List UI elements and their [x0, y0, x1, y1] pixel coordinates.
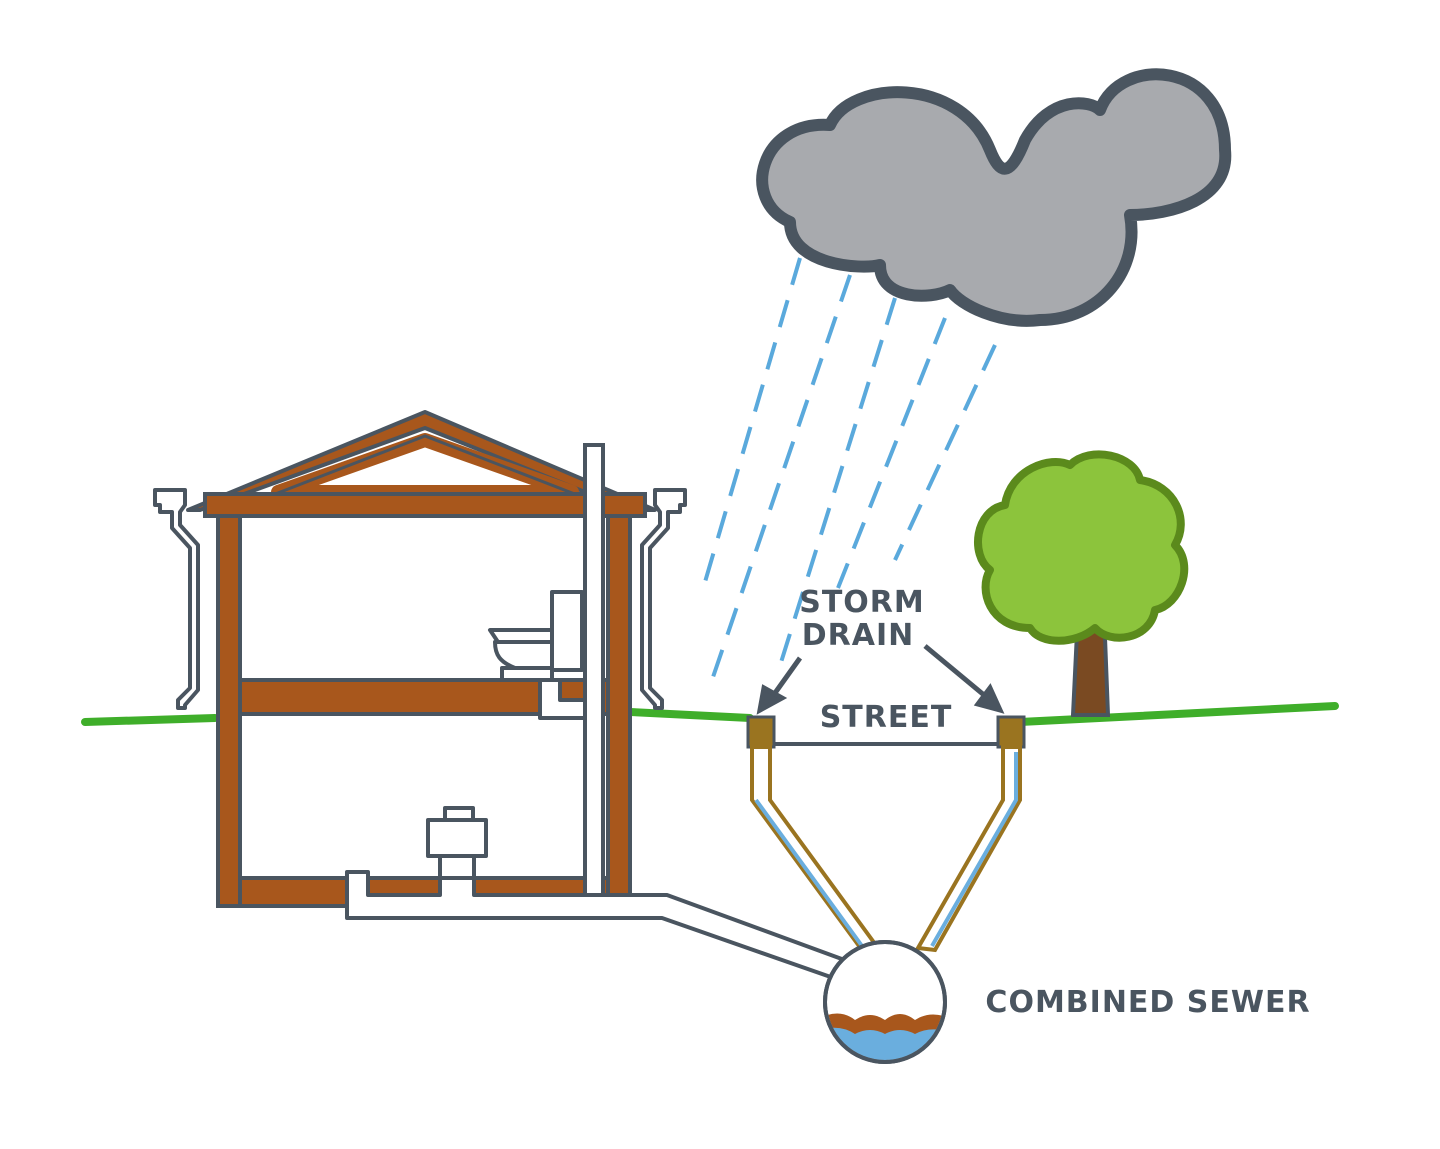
- cloud-icon: [756, 68, 1232, 327]
- combined-sewer-pipe: [823, 940, 947, 1064]
- house: [186, 410, 657, 908]
- storm-drain-left: [746, 715, 882, 953]
- tree-icon: [974, 450, 1189, 717]
- downspout-icon: [153, 488, 200, 710]
- basement-fixture-icon: [426, 806, 488, 880]
- sewer-lateral: [345, 870, 852, 984]
- rain: [703, 257, 997, 681]
- storm-drain-label: DRAIN: [802, 618, 915, 653]
- ground: [81, 702, 1339, 726]
- stack-pipe: [583, 443, 605, 907]
- street-label: STREET: [820, 700, 953, 735]
- downspout-icon: [640, 488, 687, 710]
- storm-drain-right: [914, 715, 1026, 953]
- toilet-icon: [488, 590, 587, 720]
- combined-sewer-label: COMBINED SEWER: [985, 985, 1310, 1020]
- storm-drain-label: STORM: [799, 585, 925, 620]
- storm-drain-arrows: [756, 644, 1005, 715]
